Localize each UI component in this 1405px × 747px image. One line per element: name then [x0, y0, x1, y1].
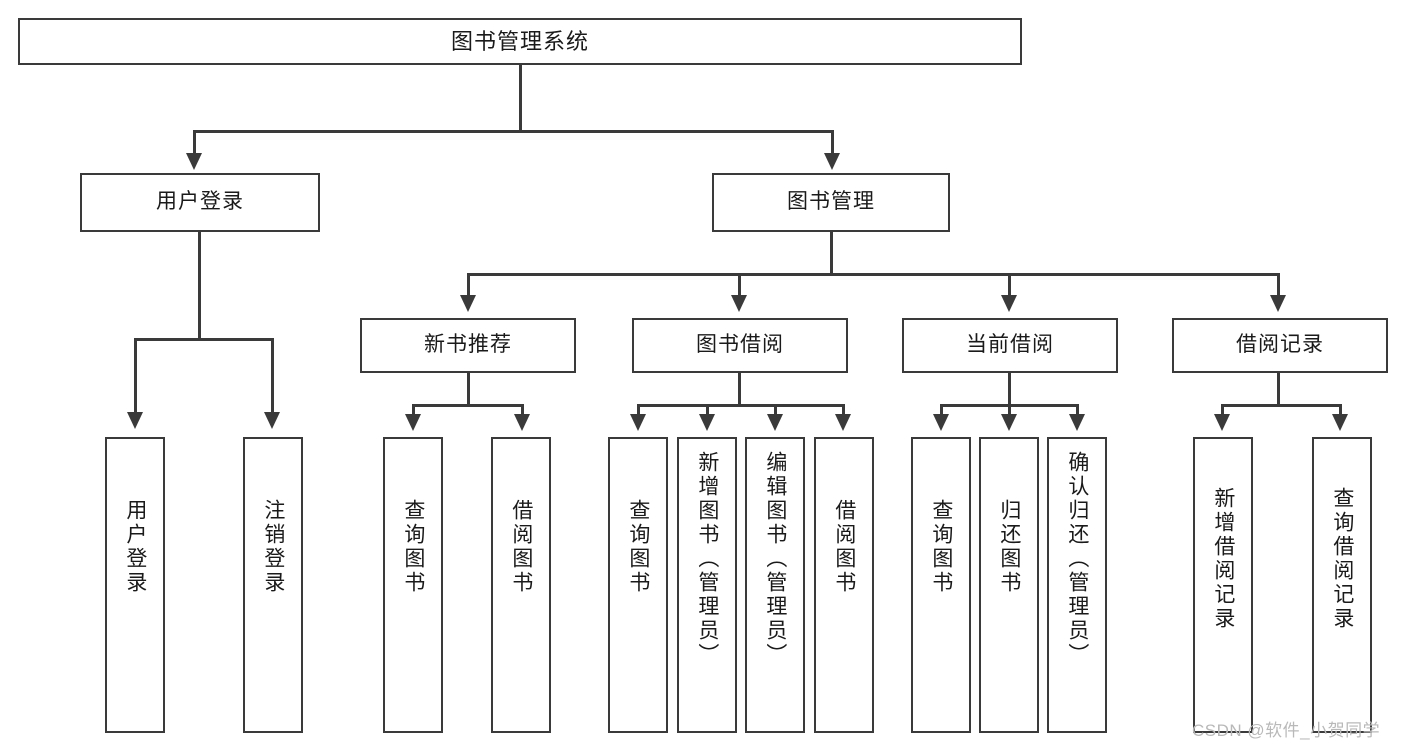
- node-book-manage[interactable]: 图书管理: [712, 173, 950, 232]
- connector-bb-drop-3: [774, 404, 777, 416]
- node-label: 用户登录: [123, 499, 147, 595]
- arrowhead-leaf-edit-book: [767, 414, 783, 431]
- connector-user-login-drop-2: [271, 338, 274, 414]
- connector-nbr-bus: [412, 404, 523, 407]
- connector-br-bus: [1221, 404, 1341, 407]
- node-label: 借阅记录: [1236, 333, 1324, 357]
- node-label: 编辑图书（管理员）: [763, 451, 787, 667]
- connector-bm-drop-3: [1008, 273, 1011, 297]
- node-label: 查询借阅记录: [1330, 487, 1354, 631]
- arrowhead-leaf-add-record: [1214, 414, 1230, 431]
- node-label: 新增图书（管理员）: [695, 451, 719, 667]
- arrowhead-leaf-add-book: [699, 414, 715, 431]
- node-borrow-record[interactable]: 借阅记录: [1172, 318, 1388, 373]
- node-label: 新增借阅记录: [1211, 487, 1235, 631]
- node-label: 图书管理系统: [450, 28, 589, 54]
- connector-br-drop-1: [1221, 404, 1224, 416]
- connector-bm-drop-4: [1277, 273, 1280, 297]
- node-new-book-recommend[interactable]: 新书推荐: [360, 318, 576, 373]
- connector-root-bus: [193, 130, 833, 133]
- node-leaf-logout-login[interactable]: 注销登录: [243, 437, 303, 733]
- connector-cb-drop-3: [1076, 404, 1079, 416]
- arrowhead-borrow-record: [1270, 295, 1286, 312]
- arrowhead-leaf-user-login: [127, 412, 143, 429]
- arrowhead-book-manage: [824, 153, 840, 170]
- node-book-borrow[interactable]: 图书借阅: [632, 318, 848, 373]
- connector-cb-drop-2: [1008, 404, 1011, 416]
- connector-root-stem: [519, 65, 522, 131]
- node-leaf-borrow-book-2[interactable]: 借阅图书: [814, 437, 874, 733]
- connector-book-manage-bus: [467, 273, 1279, 276]
- node-root-system[interactable]: 图书管理系统: [18, 18, 1022, 65]
- node-label: 图书管理: [787, 190, 875, 214]
- arrowhead-leaf-query-book-3: [933, 414, 949, 431]
- node-leaf-return-book[interactable]: 归还图书: [979, 437, 1039, 733]
- connector-root-to-user-login: [193, 130, 196, 156]
- connector-br-stem: [1277, 373, 1280, 406]
- node-leaf-borrow-book-1[interactable]: 借阅图书: [491, 437, 551, 733]
- node-leaf-user-login[interactable]: 用户登录: [105, 437, 165, 733]
- node-label: 查询图书: [401, 499, 425, 595]
- connector-cb-stem: [1008, 373, 1011, 406]
- node-current-borrow[interactable]: 当前借阅: [902, 318, 1118, 373]
- connector-bb-drop-4: [842, 404, 845, 416]
- arrowhead-leaf-borrow-book-1: [514, 414, 530, 431]
- connector-br-drop-2: [1339, 404, 1342, 416]
- connector-bb-bus: [637, 404, 844, 407]
- connector-user-login-stem: [198, 232, 201, 340]
- connector-nbr-stem: [467, 373, 470, 406]
- watermark-text: CSDN @软件_小贺同学: [1192, 721, 1381, 740]
- connector-nbr-drop-1: [412, 404, 415, 416]
- connector-book-manage-stem: [830, 232, 833, 275]
- arrowhead-leaf-borrow-book-2: [835, 414, 851, 431]
- node-label: 借阅图书: [832, 499, 856, 595]
- connector-root-to-book-manage: [831, 130, 834, 156]
- connector-cb-drop-1: [940, 404, 943, 416]
- node-label: 新书推荐: [424, 333, 512, 357]
- node-label: 借阅图书: [509, 499, 533, 595]
- connector-bb-stem: [738, 373, 741, 406]
- node-leaf-query-book-2[interactable]: 查询图书: [608, 437, 668, 733]
- arrowhead-leaf-query-book-2: [630, 414, 646, 431]
- node-label: 归还图书: [997, 499, 1021, 595]
- arrowhead-leaf-query-book-1: [405, 414, 421, 431]
- node-leaf-confirm-return[interactable]: 确认归还（管理员）: [1047, 437, 1107, 733]
- node-label: 图书借阅: [696, 333, 784, 357]
- node-label: 查询图书: [626, 499, 650, 595]
- arrowhead-leaf-query-record: [1332, 414, 1348, 431]
- connector-user-login-bus: [134, 338, 273, 341]
- node-leaf-edit-book[interactable]: 编辑图书（管理员）: [745, 437, 805, 733]
- node-leaf-query-book-1[interactable]: 查询图书: [383, 437, 443, 733]
- node-label: 用户登录: [156, 190, 244, 214]
- connector-bb-drop-2: [706, 404, 709, 416]
- node-leaf-query-book-3[interactable]: 查询图书: [911, 437, 971, 733]
- connector-bm-drop-2: [738, 273, 741, 297]
- node-leaf-query-record[interactable]: 查询借阅记录: [1312, 437, 1372, 733]
- arrowhead-current-borrow: [1001, 295, 1017, 312]
- connector-bm-drop-1: [467, 273, 470, 297]
- node-label: 确认归还（管理员）: [1065, 451, 1089, 667]
- arrowhead-book-borrow: [731, 295, 747, 312]
- node-user-login[interactable]: 用户登录: [80, 173, 320, 232]
- node-label: 查询图书: [929, 499, 953, 595]
- connector-nbr-drop-2: [521, 404, 524, 416]
- connector-user-login-drop-1: [134, 338, 137, 414]
- connector-bb-drop-1: [637, 404, 640, 416]
- node-label: 当前借阅: [966, 333, 1054, 357]
- node-label: 注销登录: [261, 499, 285, 595]
- arrowhead-leaf-return-book: [1001, 414, 1017, 431]
- node-leaf-add-record[interactable]: 新增借阅记录: [1193, 437, 1253, 733]
- arrowhead-user-login: [186, 153, 202, 170]
- arrowhead-leaf-confirm-return: [1069, 414, 1085, 431]
- node-leaf-add-book[interactable]: 新增图书（管理员）: [677, 437, 737, 733]
- arrowhead-new-book-recommend: [460, 295, 476, 312]
- arrowhead-leaf-logout-login: [264, 412, 280, 429]
